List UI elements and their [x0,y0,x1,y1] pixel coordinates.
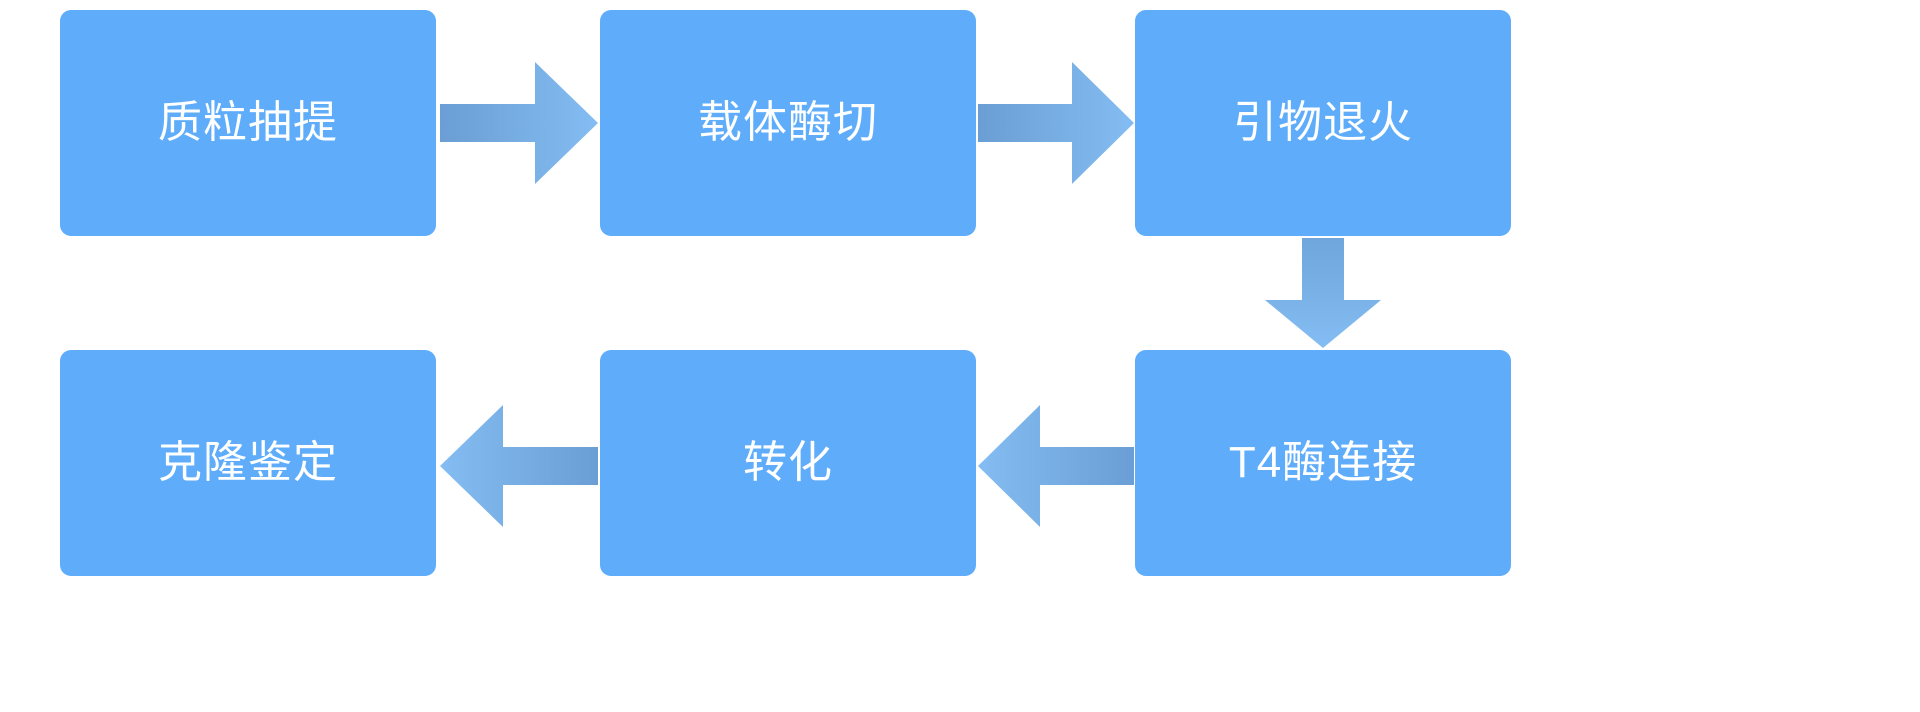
flow-node-vector-digestion[interactable]: 载体酶切 [600,10,976,236]
flow-node-t4-ligase[interactable]: T4酶连接 [1135,350,1511,576]
flow-node-transformation[interactable]: 转化 [600,350,976,576]
arrow-down-annealing-to-ligation [1265,238,1381,348]
arrow-right-plasmid-to-vector [440,62,598,184]
flow-node-label: T4酶连接 [1228,438,1418,487]
flow-node-primer-annealing[interactable]: 引物退火 [1135,10,1511,236]
arrow-left-transformation-to-clone-id [440,405,598,527]
flow-node-label: 引物退火 [1233,98,1413,147]
flow-node-label: 质粒抽提 [158,98,338,147]
flow-node-plasmid-extraction[interactable]: 质粒抽提 [60,10,436,236]
arrow-right-vector-to-annealing [978,62,1134,184]
flow-node-label: 转化 [743,438,833,487]
flow-node-clone-identification[interactable]: 克隆鉴定 [60,350,436,576]
flow-node-label: 克隆鉴定 [158,438,338,487]
arrow-left-ligation-to-transformation [978,405,1134,527]
flow-node-label: 载体酶切 [698,98,878,147]
